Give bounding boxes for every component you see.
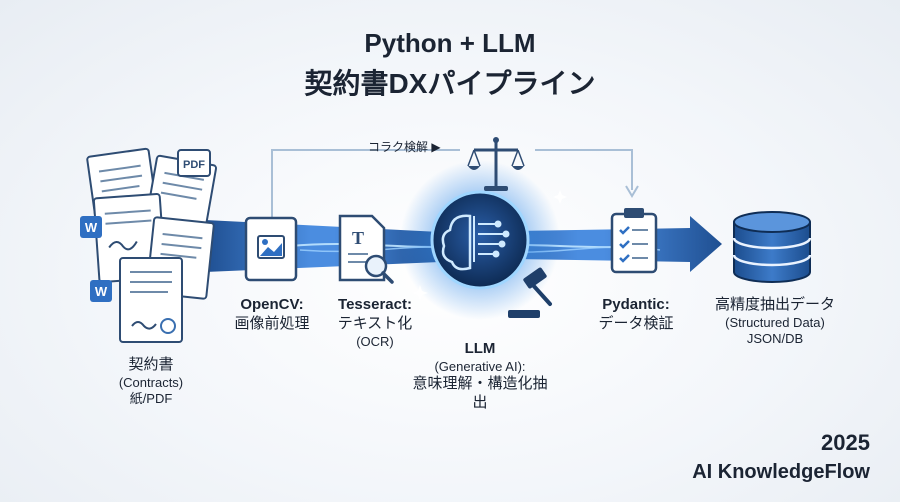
opencv-name: OpenCV: bbox=[240, 296, 304, 313]
word-badge: W bbox=[85, 220, 98, 235]
tesseract-sub: (OCR) bbox=[356, 333, 394, 349]
output-sub: (Structured Data) bbox=[725, 314, 825, 330]
contracts-name: 契約書 bbox=[128, 356, 174, 373]
image-preprocess-icon bbox=[244, 216, 298, 282]
contracts-en: (Contracts) bbox=[118, 374, 184, 390]
stage-output: 高精度抽出データ (Structured Data) JSON/DB bbox=[700, 296, 850, 347]
contracts-sub: 紙/PDF bbox=[129, 391, 173, 406]
stage-llm: LLM (Generative AI): 意味理解・構造化抽出 bbox=[410, 340, 550, 413]
llm-sub: (Generative AI): bbox=[434, 358, 526, 374]
llm-brain-icon bbox=[400, 160, 560, 320]
title-line-2: 契約書DXパイプライン bbox=[304, 68, 596, 99]
output-desc: JSON/DB bbox=[746, 331, 804, 346]
contracts-pile-icon: PDF W W bbox=[80, 147, 218, 343]
footer-year: 2025 bbox=[821, 430, 870, 455]
llm-name: LLM bbox=[464, 340, 496, 357]
ocr-letter: T bbox=[352, 228, 364, 248]
feedback-loop bbox=[271, 149, 639, 218]
footer-brand: AI KnowledgeFlow bbox=[692, 461, 870, 483]
pydantic-desc: データ検証 bbox=[598, 314, 674, 332]
word-badge-2: W bbox=[95, 284, 108, 299]
gavel-icon bbox=[508, 267, 552, 318]
pydantic-name: Pydantic: bbox=[602, 296, 670, 313]
feedback-loop-label: コラク検解 ▶ bbox=[368, 140, 441, 154]
tesseract-name: Tesseract: bbox=[338, 296, 412, 313]
sparkle-decoration bbox=[412, 190, 567, 301]
ocr-document-icon: T bbox=[338, 214, 394, 284]
llm-desc: 意味理解・構造化抽出 bbox=[412, 375, 548, 411]
stage-opencv: OpenCV: 画像前処理 bbox=[220, 296, 324, 334]
stage-tesseract: Tesseract: テキスト化 (OCR) bbox=[320, 296, 430, 350]
stage-contracts: 契約書 (Contracts) 紙/PDF bbox=[96, 356, 206, 407]
scales-icon bbox=[467, 137, 525, 191]
stage-pydantic: Pydantic: データ検証 bbox=[586, 296, 686, 334]
output-name: 高精度抽出データ bbox=[714, 296, 835, 313]
clipboard-check-icon bbox=[610, 208, 658, 274]
pdf-badge: PDF bbox=[183, 159, 205, 171]
title-line-1: Python + LLM bbox=[364, 28, 536, 58]
database-icon bbox=[732, 211, 812, 283]
opencv-desc: 画像前処理 bbox=[234, 314, 310, 332]
tesseract-desc: テキスト化 bbox=[337, 314, 413, 332]
